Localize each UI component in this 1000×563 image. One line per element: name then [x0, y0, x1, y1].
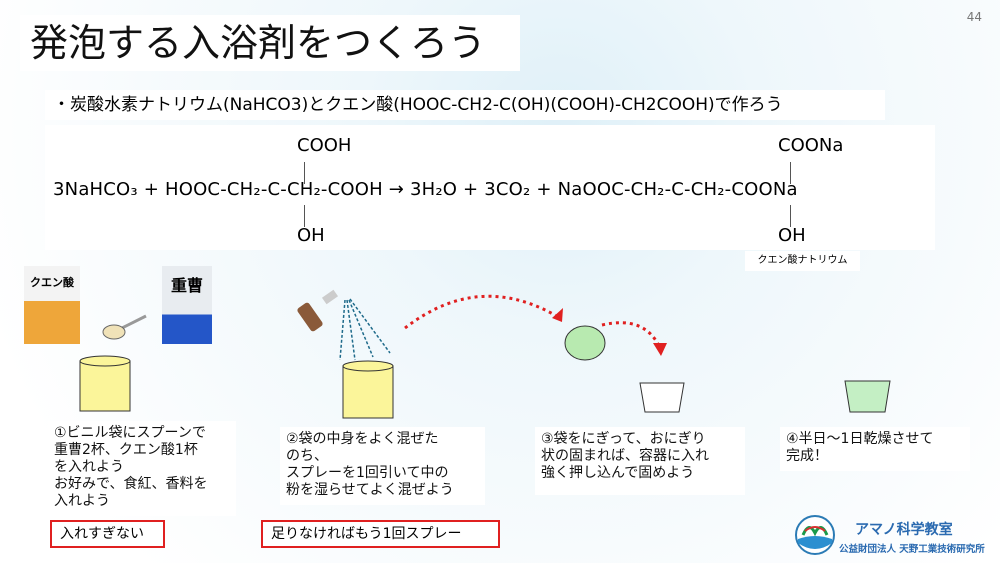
arrow-2 — [601, 321, 662, 349]
logo-name: アマノ科学教室 — [855, 522, 953, 538]
page-number: 44 — [966, 10, 982, 24]
package-label: 重曹 — [170, 276, 203, 295]
chemical-equation: COOH 3NaHCO₃ + HOOC-CH₂-C-CH₂-COOH → 3H₂… — [45, 125, 935, 250]
spoon-icon — [102, 314, 147, 340]
empty-container — [639, 382, 685, 413]
note-dont-overfill: 入れすぎない — [50, 520, 165, 548]
left-top-group: COOH — [297, 135, 352, 156]
bag-cylinder-1 — [79, 355, 131, 412]
bag-cylinder-2 — [342, 360, 394, 419]
subtitle: ・炭酸水素ナトリウム(NaHCO3)とクエン酸(HOOC-CH2-C(OH)(C… — [45, 90, 885, 120]
step-4-text: ④半日〜1日乾燥させて 完成！ — [780, 427, 970, 471]
right-top-group: COONa — [778, 135, 844, 156]
citric-acid-package: クエン酸 — [24, 266, 80, 344]
step-1-text: ①ビニル袋にスプーンで 重曹2杯、クエン酸1杯 を入れよう お好みで、食紅、香料… — [48, 421, 236, 516]
arrow-1 — [404, 294, 561, 330]
finished-container — [844, 380, 891, 413]
bond-line — [304, 205, 305, 227]
logo-org: 公益財団法人 天野工業技術研究所 — [839, 544, 985, 555]
onigiri-ball — [564, 325, 606, 361]
logo-icon — [795, 515, 835, 555]
note-spray-again: 足りなければもう1回スプレー — [261, 520, 500, 548]
bond-line — [790, 205, 791, 227]
product-label: クエン酸ナトリウム — [745, 251, 860, 271]
left-bottom-group: OH — [297, 225, 325, 246]
bond-line — [790, 162, 791, 184]
equation-main: 3NaHCO₃ + HOOC-CH₂-C-CH₂-COOH → 3H₂O + 3… — [53, 179, 798, 200]
baking-soda-package: 重曹 — [162, 266, 212, 344]
step-2-text: ②袋の中身をよく混ぜた のち、 スプレーを1回引いて中の 粉を湿らせてよく混ぜよ… — [280, 427, 485, 505]
bond-line — [304, 162, 305, 184]
slide-title: 発泡する入浴剤をつくろう — [20, 15, 520, 71]
package-label: クエン酸 — [30, 276, 74, 289]
spray-bottle-icon — [297, 289, 391, 361]
step-3-text: ③袋をにぎって、おにぎり 状の固まれば、容器に入れ 強く押し込んで固めよう — [535, 427, 745, 495]
right-bottom-group: OH — [778, 225, 806, 246]
